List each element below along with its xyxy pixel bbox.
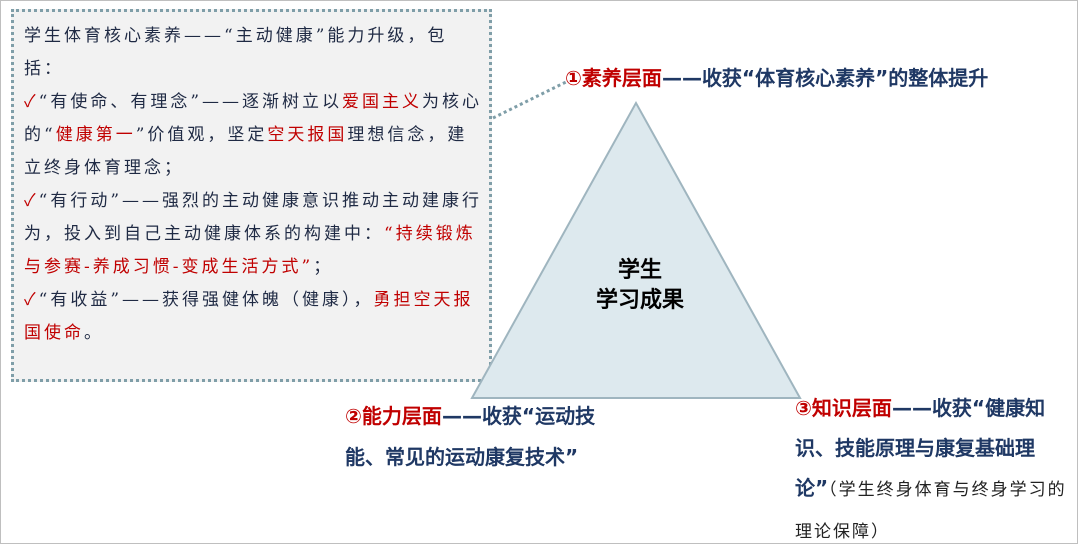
check-icon: ✓	[24, 92, 39, 112]
ability-level-label: ②能力层面——收获“运动技能、常见的运动康复技术”	[345, 404, 596, 469]
outcome-triangle	[470, 100, 802, 399]
bullet-mission: ✓“有使命、有理念”——逐渐树立以爱国主义为核心的“健康第一”价值观，坚定空天报…	[24, 92, 483, 178]
bullet-benefit: ✓“有收益”——获得强健体魄（健康），勇担空天报国使命。	[24, 290, 474, 343]
check-icon: ✓	[24, 290, 39, 310]
connector-line	[492, 79, 569, 120]
literacy-level-label: ①素养层面——收获“体育核心素养”的整体提升	[565, 66, 989, 90]
core-literacy-textbox: 学生体育核心素养——“主动健康”能力升级，包括： ✓“有使命、有理念”——逐渐树…	[11, 9, 492, 382]
triangle-center-label: 学生 学习成果	[595, 258, 684, 313]
knowledge-level-label: ③知识层面——收获“健康知识、技能原理与康复基础理论”（学生终身体育与终身学习的…	[795, 396, 1067, 542]
check-icon: ✓	[24, 191, 39, 211]
intro-text: 学生体育核心素养——“主动健康”能力升级，包括：	[24, 26, 448, 79]
bullet-action: ✓“有行动”——强烈的主动健康意识推动主动建康行为，投入到自己主动健康体系的构建…	[24, 191, 483, 277]
